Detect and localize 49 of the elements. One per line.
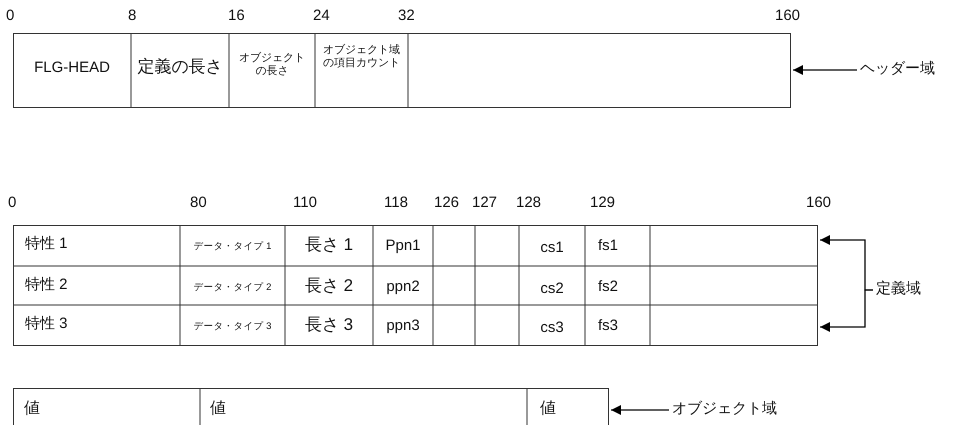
field-name: FLG-HEAD: [33, 60, 111, 76]
value-label: 値: [210, 400, 227, 418]
object-region-box: [13, 388, 609, 425]
value-label: 値: [540, 400, 557, 418]
bit-offset: 160: [775, 8, 802, 24]
bit-offset: 126: [434, 195, 460, 212]
field-name: Ppn1: [384, 238, 422, 254]
bit-offset: 80: [190, 195, 208, 212]
bit-offset: 127: [472, 195, 498, 212]
bit-offset: 0: [6, 8, 16, 24]
field-name: 特性 2: [25, 277, 69, 294]
field-name: データ・タイプ 1: [192, 242, 272, 252]
bit-offset: 16: [228, 8, 246, 24]
bit-offset: 129: [590, 195, 616, 212]
value-label: 値: [24, 400, 41, 418]
field-name: cs3: [539, 320, 565, 336]
field-name: cs2: [539, 281, 565, 298]
header-region-box: [13, 33, 791, 108]
bit-offset: 8: [128, 8, 138, 24]
bit-offset: 0: [8, 195, 18, 212]
arrow: [820, 289, 873, 332]
field-name: オブジェクトの長さ: [238, 52, 306, 78]
field-name: データ・タイプ 3: [192, 322, 272, 332]
field-name: 長さ 3: [304, 316, 354, 335]
field-name: ppn2: [385, 279, 421, 296]
bit-offset: 118: [384, 195, 409, 212]
bit-offset: 128: [516, 195, 542, 212]
field-name: 長さ 1: [304, 236, 354, 255]
region-label: オブジェクト域: [672, 399, 777, 418]
bit-offset: 110: [293, 195, 318, 212]
field-name: cs1: [539, 240, 565, 256]
field-name: fs2: [598, 279, 620, 296]
region-label: 定義域: [876, 279, 921, 298]
field-name: fs3: [598, 318, 620, 334]
field-name: 特性 1: [25, 236, 69, 252]
field-name: fs1: [598, 238, 620, 254]
field-name: 定義の長さ: [136, 58, 224, 77]
bit-offset: 24: [313, 8, 331, 24]
region-label: ヘッダー域: [860, 59, 935, 78]
field-name: データ・タイプ 2: [192, 283, 272, 294]
bit-offset: 160: [806, 195, 832, 212]
arrow: [793, 65, 857, 75]
field-name: 長さ 2: [304, 277, 354, 296]
definition-table: [13, 225, 818, 346]
field-name: 特性 3: [25, 316, 69, 332]
field-name: ppn3: [385, 318, 421, 334]
bit-offset: 32: [398, 8, 416, 24]
arrow: [611, 405, 669, 415]
field-name: オブジェクト域の項目カウント: [322, 44, 401, 70]
